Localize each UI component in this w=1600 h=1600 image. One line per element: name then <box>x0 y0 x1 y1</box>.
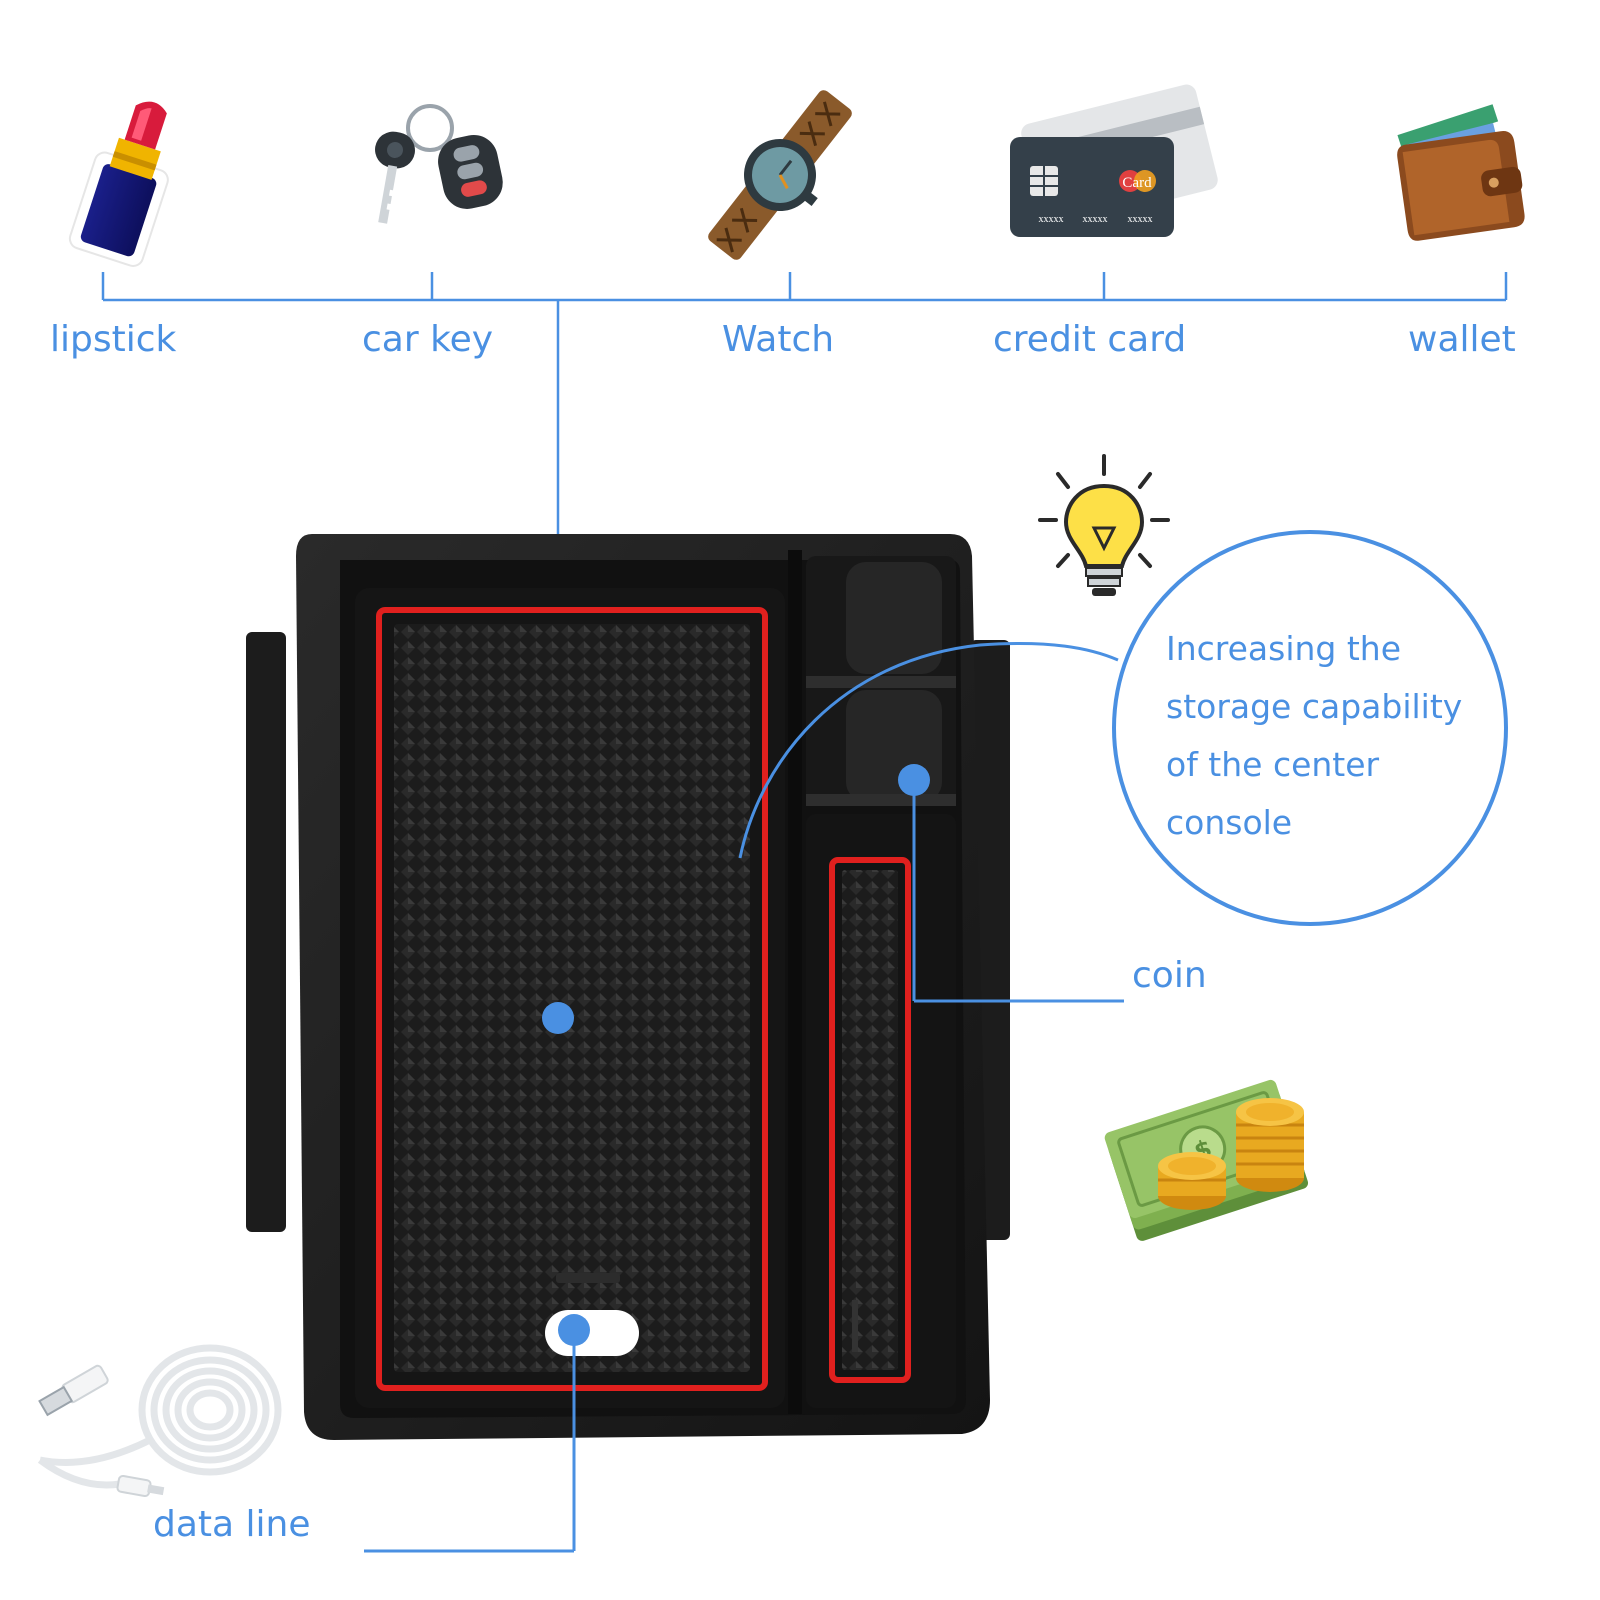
marker-dot <box>558 1314 590 1346</box>
credit-card-icon: Card xxxxx xxxxx xxxxx <box>1010 84 1218 237</box>
data-line-label: data line <box>153 1504 311 1545</box>
item-label-watch: Watch <box>722 319 835 360</box>
marker-dot <box>898 764 930 796</box>
money-coins-icon: $ <box>1104 1079 1309 1241</box>
usb-cable-icon <box>37 1344 282 1498</box>
item-label-credit-card: credit card <box>993 319 1187 360</box>
watch-icon <box>708 90 852 260</box>
coin-label: coin <box>1132 955 1207 996</box>
card-number-group: xxxxx <box>1039 214 1064 225</box>
item-label-car-key: car key <box>362 319 494 360</box>
callout-line: storage capability <box>1166 687 1463 726</box>
lightbulb-icon <box>1038 454 1170 596</box>
callout-circle <box>1112 530 1508 926</box>
wallet-icon <box>1397 104 1525 241</box>
console-tray <box>246 534 1010 1440</box>
callout-line: of the center <box>1166 745 1380 784</box>
item-label-wallet: wallet <box>1408 319 1516 360</box>
card-number-group: xxxxx <box>1128 214 1153 225</box>
item-label-lipstick: lipstick <box>50 319 177 360</box>
callout-text: Increasing the storage capability of the… <box>1166 620 1496 852</box>
callout-line: console <box>1166 803 1293 842</box>
car-key-icon <box>375 104 503 224</box>
card-number-group: xxxxx <box>1083 214 1108 225</box>
card-logo-text: Card <box>1122 175 1152 191</box>
callout-line: Increasing the <box>1166 629 1402 668</box>
lipstick-icon <box>68 101 169 267</box>
callout-lines <box>364 642 1124 1553</box>
marker-dot <box>542 1002 574 1034</box>
